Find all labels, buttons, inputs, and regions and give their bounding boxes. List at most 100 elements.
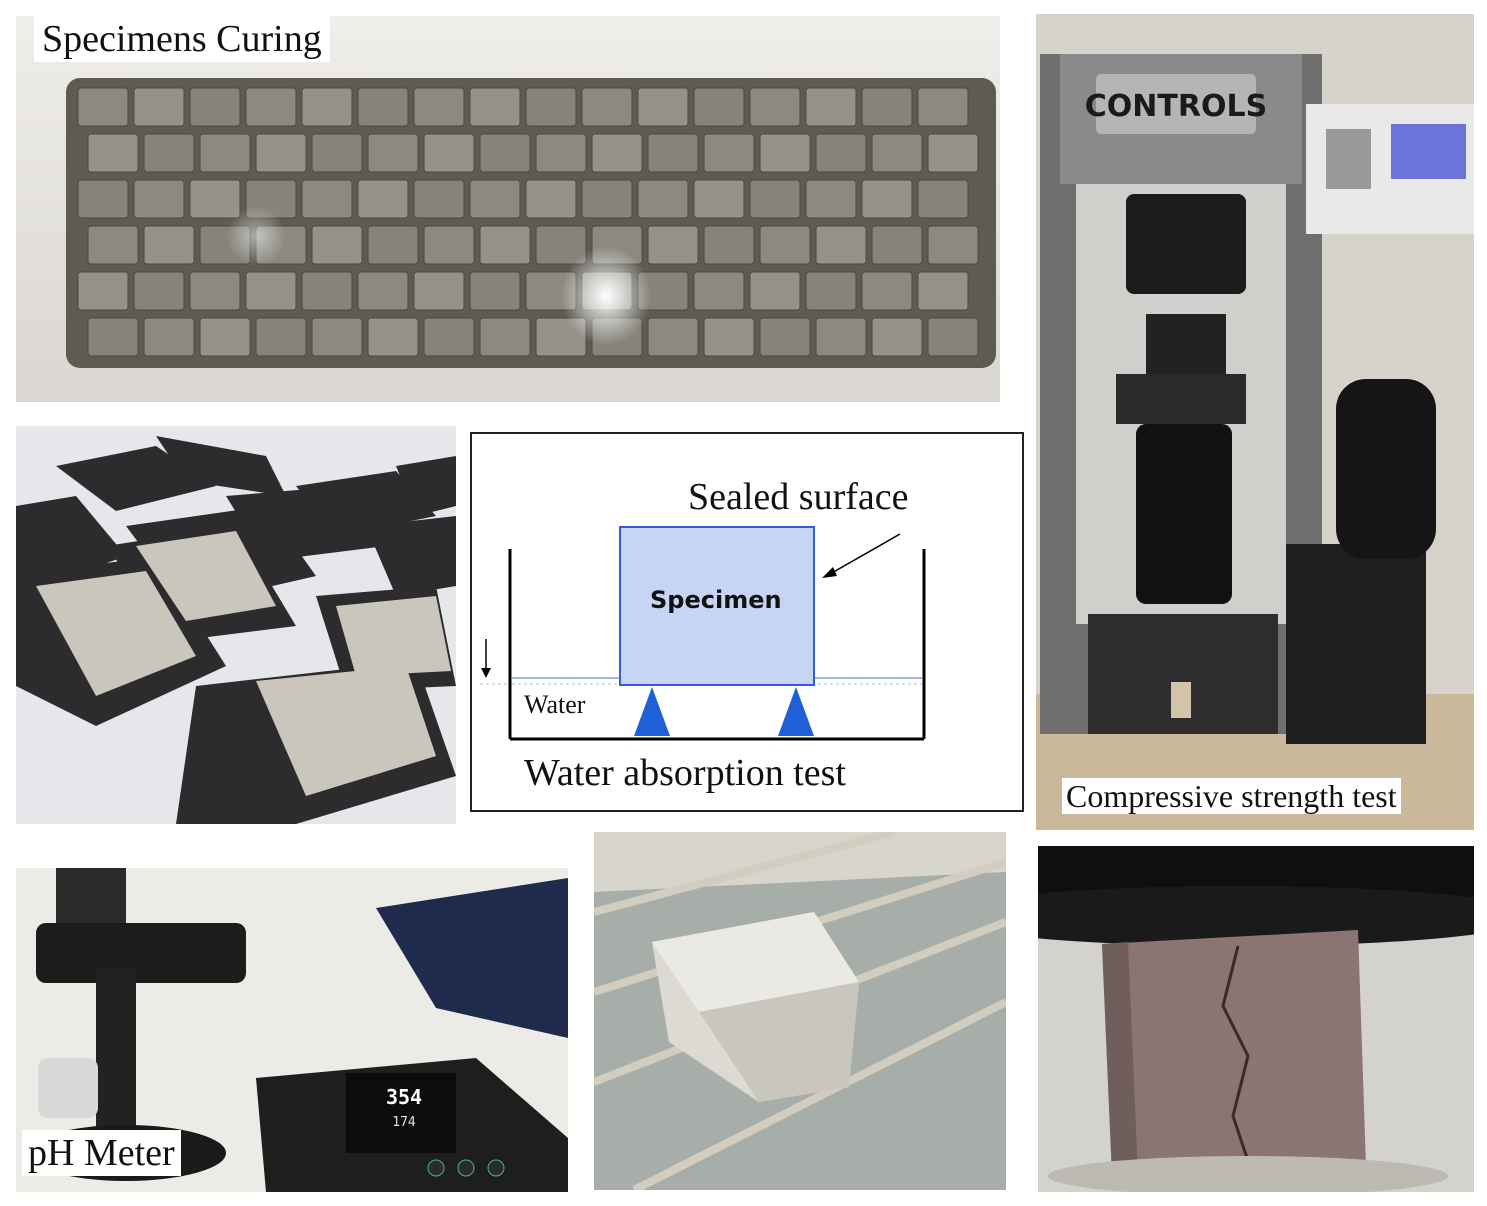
curing-cube bbox=[703, 225, 755, 265]
specimens-curing-photo: Specimens Curing bbox=[16, 16, 1000, 402]
compressive-strength-photo: CONTROLS Compressive strength test bbox=[1036, 14, 1474, 830]
sealed-surface-label: Sealed surface bbox=[688, 476, 909, 518]
curing-cube bbox=[357, 271, 409, 311]
curing-cube bbox=[423, 225, 475, 265]
curing-cube bbox=[199, 133, 251, 173]
curing-cube bbox=[871, 225, 923, 265]
sealed-surface-arrow bbox=[829, 533, 901, 575]
curing-cube bbox=[469, 87, 521, 127]
curing-cube bbox=[143, 225, 195, 265]
curing-cube bbox=[759, 133, 811, 173]
water-absorption-schematic bbox=[480, 526, 926, 741]
curing-cube bbox=[591, 133, 643, 173]
curing-cube bbox=[927, 225, 979, 265]
curing-cube bbox=[367, 317, 419, 357]
immersion-illustration bbox=[594, 832, 1006, 1190]
curing-cube bbox=[245, 271, 297, 311]
curing-cube bbox=[143, 133, 195, 173]
curing-cube bbox=[805, 87, 857, 127]
ph-reading-sub: 174 bbox=[392, 1115, 416, 1130]
curing-cube bbox=[479, 225, 531, 265]
curing-cube bbox=[301, 179, 353, 219]
curing-cube bbox=[871, 133, 923, 173]
curing-cube bbox=[311, 133, 363, 173]
curing-cube bbox=[367, 225, 419, 265]
compression-machine-illustration: CONTROLS bbox=[1036, 14, 1474, 830]
curing-cube bbox=[87, 133, 139, 173]
curing-cube bbox=[423, 317, 475, 357]
curing-tank-illustration bbox=[16, 16, 1000, 402]
support-right bbox=[778, 687, 814, 736]
curing-cube bbox=[301, 271, 353, 311]
curing-cube bbox=[301, 87, 353, 127]
curing-cube bbox=[581, 87, 633, 127]
water-absorption-caption: Water absorption test bbox=[524, 752, 846, 794]
water-label: Water bbox=[524, 690, 586, 719]
curing-cube bbox=[917, 87, 969, 127]
curing-cube bbox=[525, 179, 577, 219]
curing-cube bbox=[77, 271, 129, 311]
curing-cube bbox=[693, 271, 745, 311]
curing-cube bbox=[535, 225, 587, 265]
curing-cube bbox=[133, 179, 185, 219]
curing-cube bbox=[693, 179, 745, 219]
curing-cube bbox=[815, 133, 867, 173]
curing-cube bbox=[479, 317, 531, 357]
curing-cube bbox=[917, 271, 969, 311]
curing-cube bbox=[87, 317, 139, 357]
specimen-failure-photo bbox=[1038, 846, 1474, 1192]
curing-cube bbox=[815, 317, 867, 357]
curing-cube bbox=[647, 317, 699, 357]
curing-cube bbox=[927, 133, 979, 173]
machine-brand-label: CONTROLS bbox=[1085, 89, 1267, 124]
curing-cube bbox=[311, 317, 363, 357]
curing-cube bbox=[861, 179, 913, 219]
curing-cube bbox=[255, 133, 307, 173]
curing-cube bbox=[469, 271, 521, 311]
curing-cube bbox=[581, 179, 633, 219]
curing-caption: Specimens Curing bbox=[34, 16, 330, 62]
curing-cube bbox=[189, 271, 241, 311]
curing-cube bbox=[927, 317, 979, 357]
specimen-block bbox=[619, 526, 815, 686]
curing-cube bbox=[917, 179, 969, 219]
curing-cube bbox=[749, 271, 801, 311]
curing-cube bbox=[77, 87, 129, 127]
curing-cube bbox=[255, 317, 307, 357]
curing-cube bbox=[413, 271, 465, 311]
curing-cube bbox=[647, 133, 699, 173]
curing-cube bbox=[87, 225, 139, 265]
curing-cube bbox=[245, 87, 297, 127]
molds-illustration bbox=[16, 426, 456, 824]
curing-cube bbox=[525, 87, 577, 127]
curing-cube bbox=[759, 225, 811, 265]
curing-cube bbox=[805, 179, 857, 219]
curing-cube bbox=[759, 317, 811, 357]
curing-cube bbox=[749, 179, 801, 219]
curing-cube bbox=[189, 179, 241, 219]
curing-cube bbox=[423, 133, 475, 173]
curing-cube bbox=[861, 271, 913, 311]
curing-cube bbox=[367, 133, 419, 173]
curing-cube bbox=[805, 271, 857, 311]
curing-cube bbox=[199, 317, 251, 357]
ph-reading-main: 354 bbox=[386, 1085, 422, 1109]
curing-cube bbox=[133, 87, 185, 127]
failure-illustration bbox=[1038, 846, 1474, 1192]
specimen-label: Specimen bbox=[650, 586, 782, 614]
curing-cube bbox=[535, 133, 587, 173]
curing-cube bbox=[815, 225, 867, 265]
curing-cube bbox=[469, 179, 521, 219]
curing-cube bbox=[357, 179, 409, 219]
curing-cube bbox=[703, 317, 755, 357]
curing-cube bbox=[637, 87, 689, 127]
compressive-strength-caption: Compressive strength test bbox=[1062, 778, 1401, 814]
curing-cube bbox=[637, 179, 689, 219]
curing-cube bbox=[357, 87, 409, 127]
specimen-molds-photo bbox=[16, 426, 456, 824]
curing-cube bbox=[413, 179, 465, 219]
curing-cube bbox=[143, 317, 195, 357]
support-left bbox=[634, 687, 670, 736]
curing-cube bbox=[77, 179, 129, 219]
water-absorption-diagram: Sealed surface Specimen Water Water abso… bbox=[470, 432, 1024, 812]
